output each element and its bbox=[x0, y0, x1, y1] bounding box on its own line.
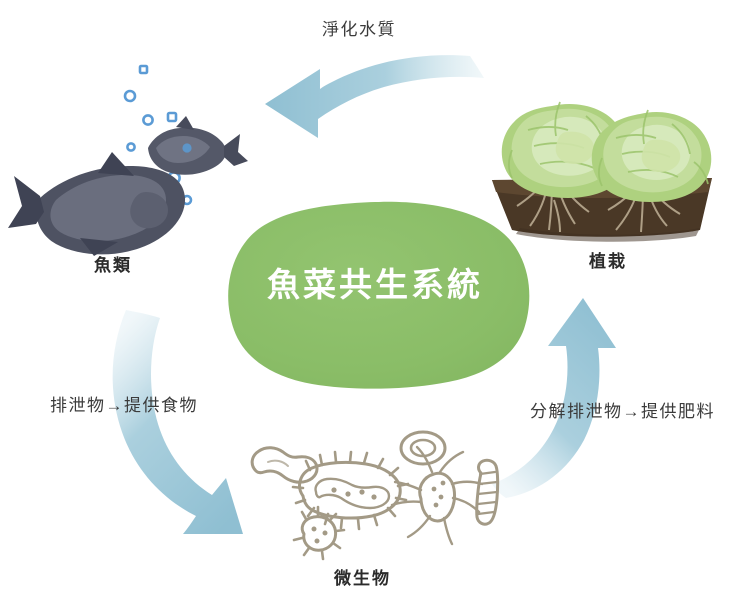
microbe-spiky-round-icon bbox=[292, 505, 346, 561]
microbe-peanut-icon bbox=[250, 446, 319, 484]
microbe-ciliated-rod-icon bbox=[291, 450, 410, 531]
arrow-purify bbox=[265, 55, 484, 138]
fish-small-icon bbox=[148, 116, 248, 175]
arrow-label-excrement: 排泄物→提供食物 bbox=[50, 396, 198, 415]
node-label-plants: 植栽 bbox=[589, 252, 627, 271]
fish-large-icon bbox=[8, 152, 186, 256]
node-label-microbes: 微生物 bbox=[334, 569, 391, 588]
node-label-fish: 魚類 bbox=[94, 256, 132, 275]
microbe-ring-icon bbox=[399, 430, 447, 466]
center-title: 魚菜共生系統 bbox=[267, 266, 483, 303]
microbes-illustration bbox=[250, 430, 500, 561]
arrow-label-purify: 淨化水質 bbox=[322, 20, 396, 39]
microbe-segmented-rod-icon bbox=[475, 458, 500, 526]
fish-illustration bbox=[8, 64, 248, 256]
plant-bed-illustration bbox=[492, 101, 712, 242]
arrow-decompose bbox=[492, 298, 616, 498]
arrow-label-decompose: 分解排泄物→提供肥料 bbox=[530, 402, 715, 421]
lettuce-right-icon bbox=[591, 109, 712, 202]
arrow-excrement bbox=[112, 310, 243, 534]
center-blob bbox=[228, 201, 530, 389]
